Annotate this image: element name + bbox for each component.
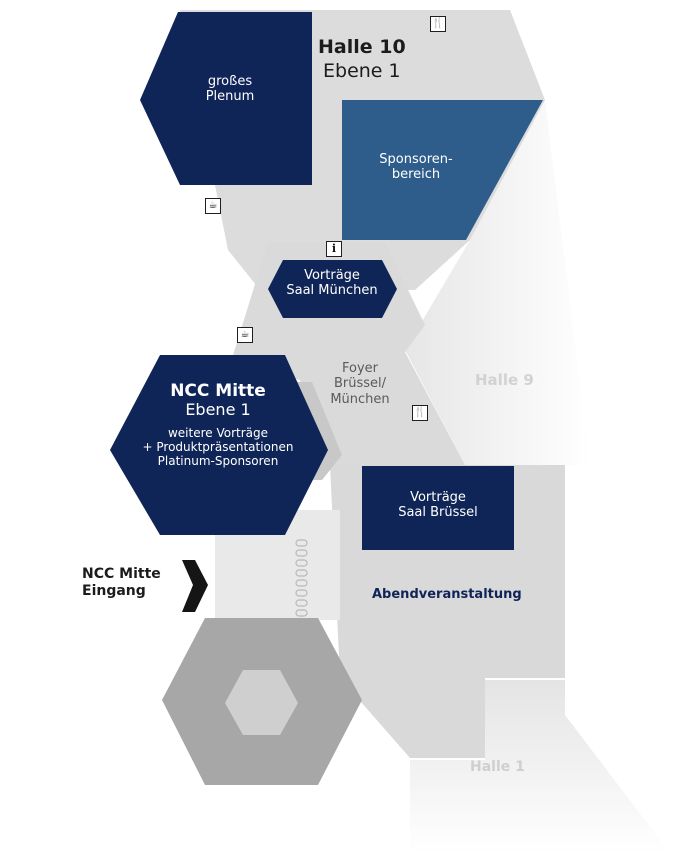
foyer-label: Foyer Brüssel/ München — [318, 361, 402, 407]
saal-muenchen-line2: Saal München — [286, 283, 378, 299]
ncc-mitte-label: NCC Mitte Ebene 1 weitere Vorträge + Pro… — [118, 381, 318, 468]
halle-9-area — [405, 100, 590, 465]
foyer-line3: München — [330, 391, 390, 407]
sponsoren-line2: bereich — [391, 167, 441, 183]
ncc-mitte-line3: Platinum-Sponsoren — [157, 454, 279, 469]
halle-9-label: Halle 9 — [475, 371, 534, 389]
saal-muenchen-room — [268, 260, 397, 318]
halle-10-title: Halle 10 — [318, 36, 406, 58]
ncc-mitte-hex — [110, 355, 328, 535]
bottom-hex-inner — [225, 670, 298, 735]
ncc-mitte-line2: + Produktpräsentationen — [142, 440, 294, 455]
coffee-icon: ☕ — [205, 198, 221, 214]
plenum-line1: großes — [207, 74, 253, 89]
saal-bruessel-label: Vorträge Saal Brüssel — [378, 490, 498, 521]
ncc-mitte-title: NCC Mitte — [170, 381, 266, 401]
coffee-icon: ☕ — [237, 327, 253, 343]
ncc-mitte-line1: weitere Vorträge — [167, 425, 269, 440]
sponsoren-room — [342, 100, 543, 240]
halle-1-label: Halle 1 — [470, 759, 525, 775]
saal-muenchen-line1: Vorträge — [304, 268, 360, 283]
abendveranstaltung-label: Abendveranstaltung — [372, 587, 522, 602]
fork-knife-icon: 🍴 — [430, 16, 446, 32]
plenum-line2: Plenum — [205, 89, 255, 105]
sponsoren-line1: Sponsoren- — [379, 152, 453, 167]
saal-bruessel-room — [362, 466, 514, 550]
plenum-room — [140, 12, 312, 185]
plenum-label: großes Plenum — [190, 74, 270, 105]
entrance-arrow — [182, 560, 208, 612]
foyer-line1: Foyer — [341, 361, 378, 376]
saal-bruessel-line1: Vorträge — [410, 490, 466, 505]
saal-muenchen-label: Vorträge Saal München — [272, 268, 392, 299]
saal-bruessel-line2: Saal Brüssel — [398, 505, 478, 521]
eingang-line1: NCC Mitte — [82, 566, 161, 582]
fork-knife-icon: 🍴 — [412, 405, 428, 421]
seating-marks — [295, 539, 308, 617]
sponsoren-label: Sponsoren- bereich — [366, 152, 466, 183]
info-icon: i — [326, 241, 342, 257]
foyer-line2: Brüssel/ — [333, 376, 387, 392]
eingang-line2: Eingang — [82, 582, 146, 599]
eingang-label: NCC Mitte Eingang — [82, 566, 161, 599]
halle-1-area — [410, 680, 670, 853]
ncc-mitte-subtitle: Ebene 1 — [185, 400, 251, 420]
halle-10-subtitle: Ebene 1 — [323, 60, 401, 82]
